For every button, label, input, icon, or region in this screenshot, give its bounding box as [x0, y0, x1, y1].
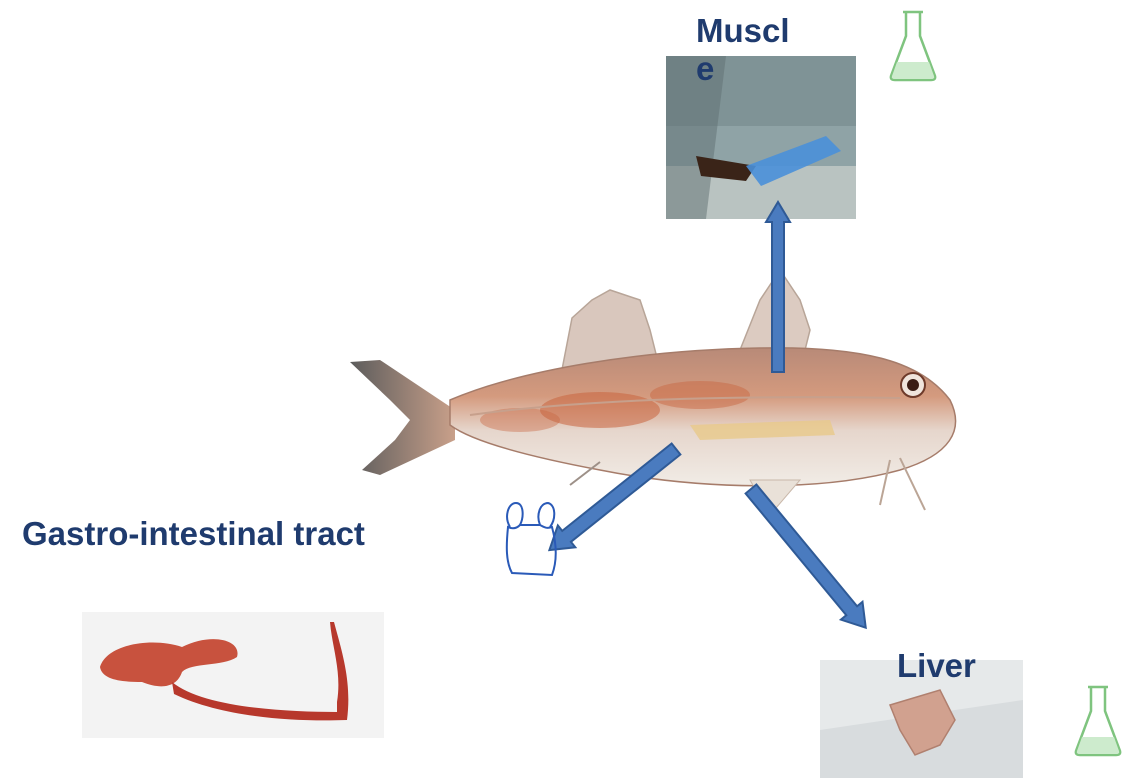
plastic-bag-icon — [500, 497, 562, 579]
muscle-label: Muscl e — [696, 12, 846, 88]
arrow-to-gastro — [541, 438, 685, 561]
arrow-to-liver — [740, 480, 876, 637]
flask-icon — [888, 8, 938, 83]
arrow-to-muscle — [766, 202, 790, 372]
flask-icon — [1073, 683, 1123, 758]
muscle-label-line1: Muscl — [696, 12, 846, 50]
gastro-intestinal-label: Gastro-intestinal tract — [22, 515, 365, 553]
muscle-label-line2: e — [696, 50, 846, 88]
liver-label: Liver — [897, 647, 976, 685]
